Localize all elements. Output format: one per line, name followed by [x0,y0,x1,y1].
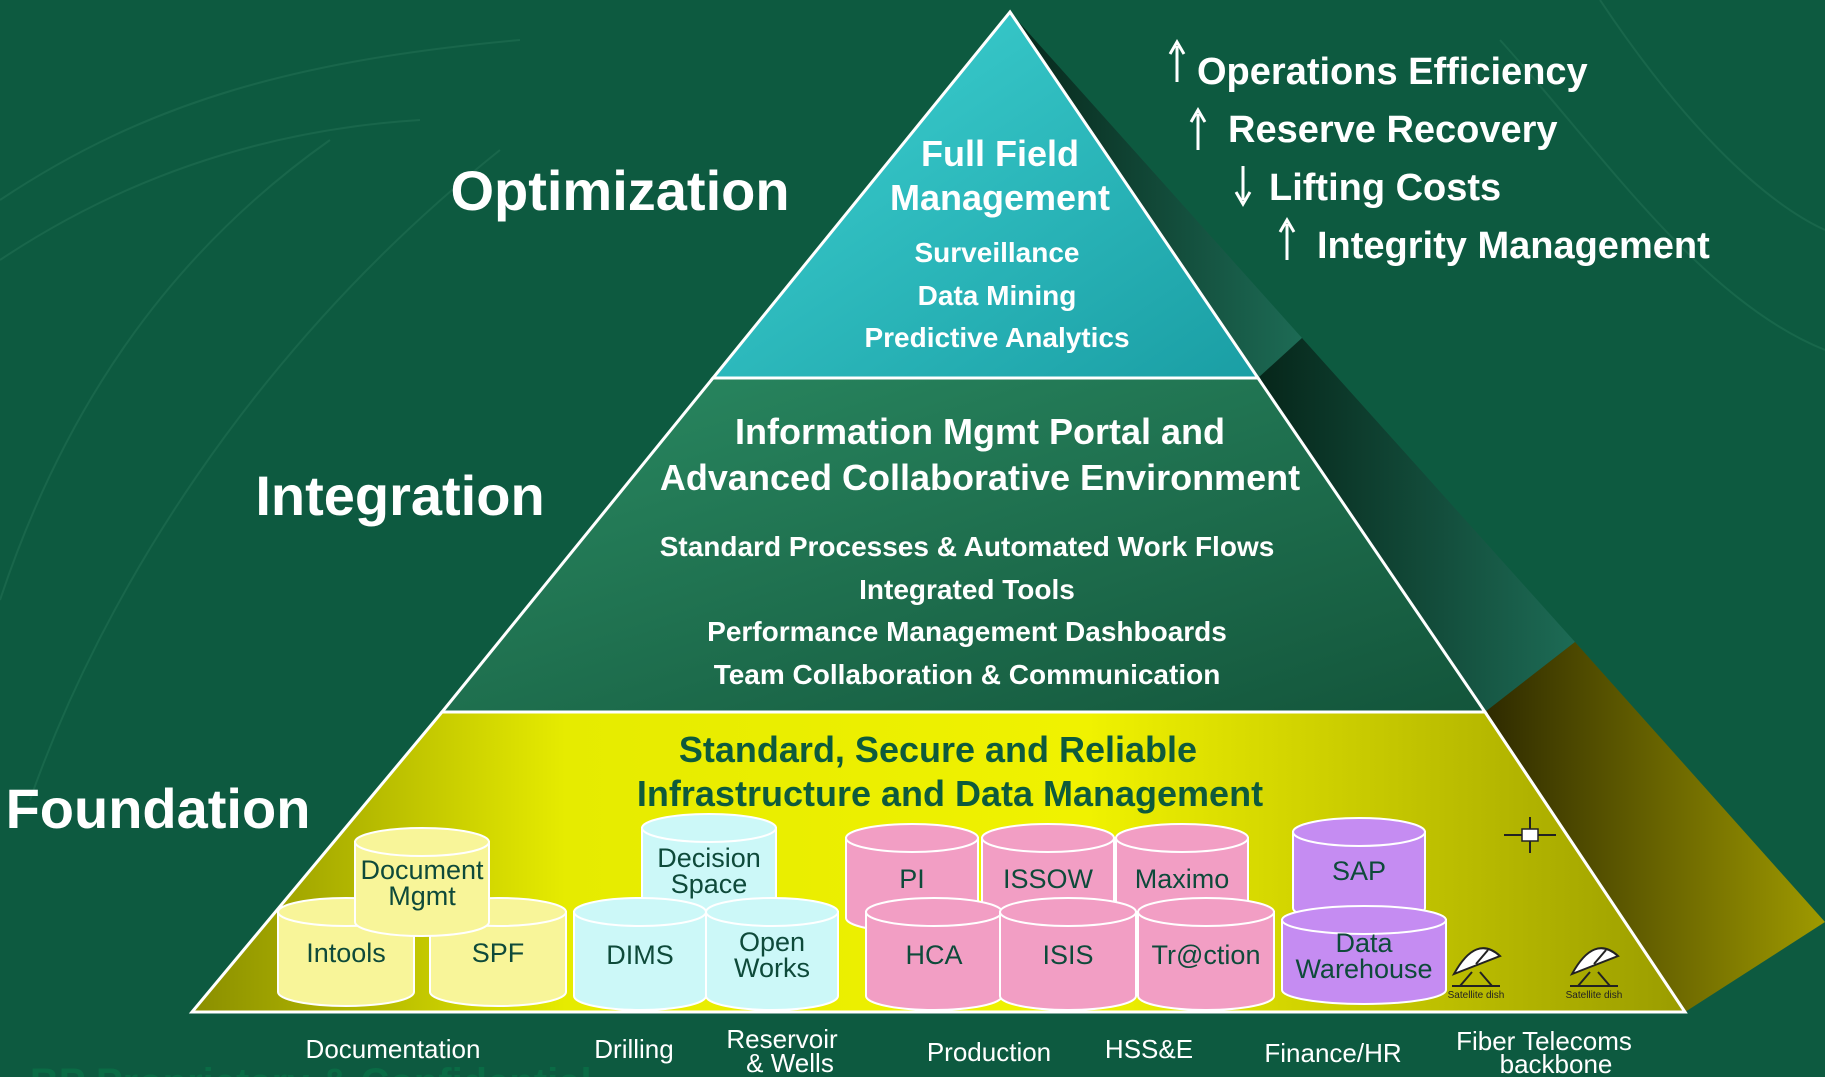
arrow-up-icon [1168,39,1186,82]
arrow-up-icon [1189,107,1207,150]
category-hsse: HSS&E [1105,1034,1193,1064]
database-cylinder-dims: DIMS [573,897,707,1011]
bottom-tier-title-line2: Infrastructure and Data Management [637,773,1263,814]
benefit-item: Reserve Recovery [1189,107,1558,151]
top-tier-title-line2: Management [890,177,1110,218]
top-tier-item: Predictive Analytics [864,322,1129,353]
database-cylinder-traction: Tr@ction [1137,897,1275,1011]
cylinder-body [705,911,839,1011]
cylinder-label: SPF [472,938,525,968]
cylinder-label: Tr@ction [1152,940,1261,970]
cylinder-body [865,911,1003,1011]
footer-confidential: BP Proprietary & Confidential [30,1061,592,1077]
background-swirls [0,0,1825,801]
cylinder-label: Mgmt [388,881,456,911]
cylinder-top [354,827,490,857]
category-reservoir-line2: & Wells [746,1048,834,1077]
cylinder-top [999,897,1137,927]
satellite-dish-label: Satellite dish [1566,990,1623,1001]
cylinder-body [429,911,567,1007]
cylinder-label: HCA [905,940,962,970]
cylinder-top [1137,897,1275,927]
cylinder-body [573,911,707,1011]
cylinder-label: ISSOW [1003,864,1094,894]
satellite-dish-label: Satellite dish [1448,990,1505,1001]
satellite-dish-icon [1569,947,1620,987]
database-cylinder-intools: Intools [277,897,415,1007]
cylinder-label: PI [899,864,925,894]
database-cylinder-hca: HCA [865,897,1003,1011]
benefit-label: Operations Efficiency [1197,51,1588,93]
benefit-label: Integrity Management [1317,225,1710,267]
cylinder-body [277,911,415,1007]
cylinder-top [981,823,1115,853]
top-tier-item: Surveillance [915,237,1080,268]
category-reservoir-line1: Reservoir [726,1024,838,1054]
cylinder-body [999,911,1137,1011]
cylinder-top [705,897,839,927]
category-finance: Finance/HR [1264,1038,1401,1068]
cylinder-label: Document [360,855,484,885]
cylinder-label: SAP [1332,856,1386,886]
benefits-list: Operations Efficiency Reserve Recovery L… [1168,39,1710,267]
cylinder-label: Warehouse [1295,954,1432,984]
middle-tier-item: Performance Management Dashboards [707,616,1227,647]
category-production: Production [927,1037,1051,1067]
pyramid-side-bottom [1485,642,1825,1012]
cylinder-label: Maximo [1135,864,1230,894]
cylinder-top [641,813,777,843]
level-label-foundation: Foundation [6,777,311,840]
satellite-dish-icon [1451,947,1502,987]
benefit-item: Lifting Costs [1234,166,1501,209]
benefit-item: Operations Efficiency [1168,39,1588,93]
cylinder-top [865,897,1003,927]
benefit-label: Reserve Recovery [1228,109,1558,151]
cylinder-label: Decision [657,843,761,873]
middle-tier-item: Standard Processes & Automated Work Flow… [660,531,1275,562]
cylinder-top [1281,905,1447,935]
middle-tier-item: Integrated Tools [859,574,1075,605]
pyramid-side-top [1010,12,1302,378]
cylinder-label: Intools [306,938,386,968]
cylinder-label: Open [739,927,805,957]
cylinder-top [573,897,707,927]
level-label-optimization: Optimization [450,159,789,222]
arrow-up-icon [1278,217,1296,260]
cylinder-top [1115,823,1249,853]
cylinder-label: Works [734,953,810,983]
category-fiber-line2: backbone [1500,1049,1613,1077]
cylinder-label: Data [1335,928,1393,958]
level-label-integration: Integration [255,464,544,527]
database-cylinder-isis: ISIS [999,897,1137,1011]
cylinder-top [845,823,979,853]
top-tier-title-line1: Full Field [921,133,1079,174]
satellite-icon [1504,817,1556,853]
category-documentation: Documentation [306,1034,481,1064]
bottom-tier-title-line1: Standard, Secure and Reliable [679,729,1197,770]
middle-tier-item: Team Collaboration & Communication [714,659,1221,690]
cylinder-body [1281,919,1447,1005]
middle-tier-title-line2: Advanced Collaborative Environment [660,457,1300,498]
cylinder-body [1137,911,1275,1011]
arrow-down-icon [1234,166,1252,207]
cylinder-body [354,841,490,937]
category-fiber-line1: Fiber Telecoms [1456,1026,1632,1056]
middle-tier-title-line1: Information Mgmt Portal and [735,411,1225,452]
top-tier-item: Data Mining [918,280,1077,311]
pyramid-side-middle [1258,338,1575,712]
category-drilling: Drilling [594,1034,673,1064]
cylinder-label: DIMS [606,940,674,970]
cylinder-top [1292,817,1426,847]
cylinder-label: ISIS [1042,940,1093,970]
cylinder-label: Space [671,869,748,899]
benefit-label: Lifting Costs [1269,167,1501,209]
benefit-item: Integrity Management [1278,217,1710,267]
